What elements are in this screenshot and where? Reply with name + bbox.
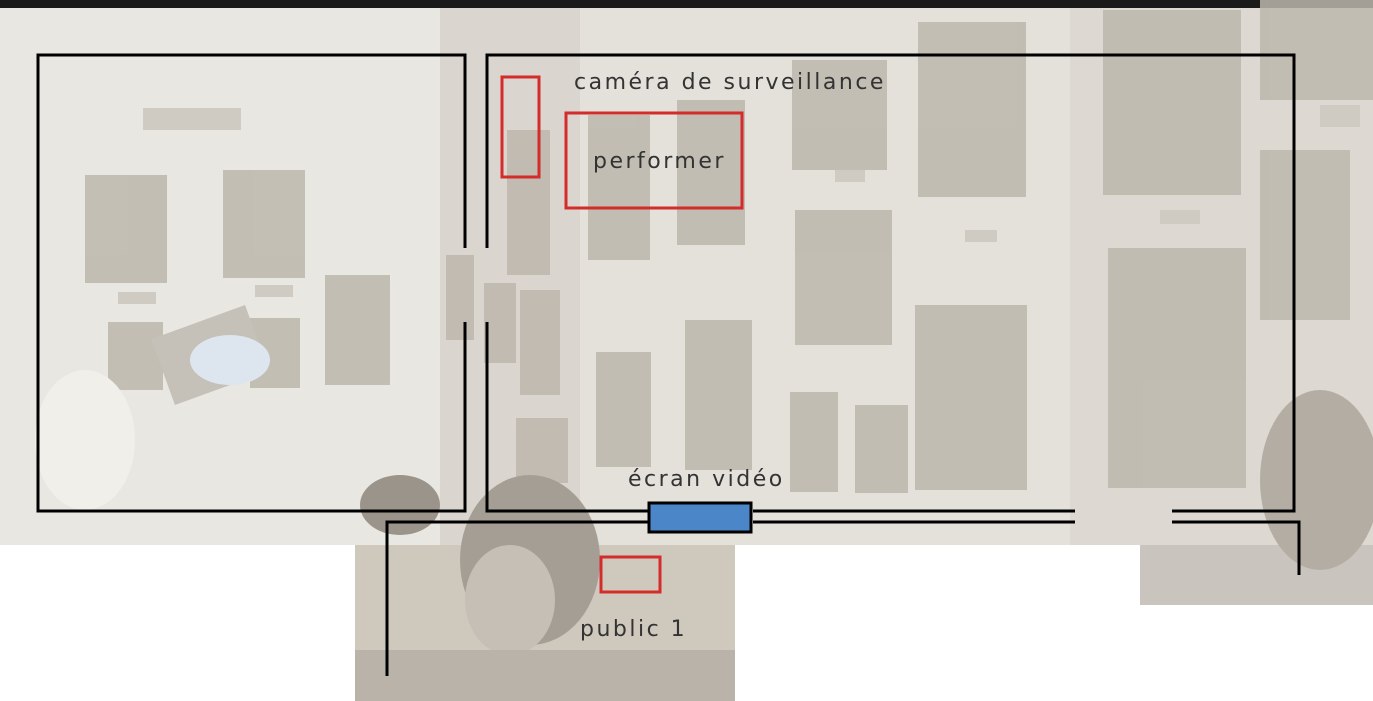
blank-area-middle	[735, 553, 1140, 701]
performer-marker	[564, 111, 744, 210]
performer-label: performer	[593, 149, 726, 174]
blank-area-right	[1140, 605, 1373, 701]
public-marker	[599, 555, 662, 594]
lower-corridor-right-wall	[1172, 520, 1301, 575]
left-room-outline	[36, 53, 467, 513]
blank-area-left	[0, 545, 355, 701]
video-screen-label: écran vidéo	[628, 467, 785, 492]
camera-label: caméra de surveillance	[574, 70, 886, 95]
video-screen	[647, 501, 753, 534]
walls	[36, 53, 1301, 676]
camera-marker	[500, 75, 541, 179]
lower-corridor-left-wall	[385, 520, 648, 676]
public-label: public 1	[580, 617, 688, 642]
right-room-outline	[485, 53, 1296, 513]
